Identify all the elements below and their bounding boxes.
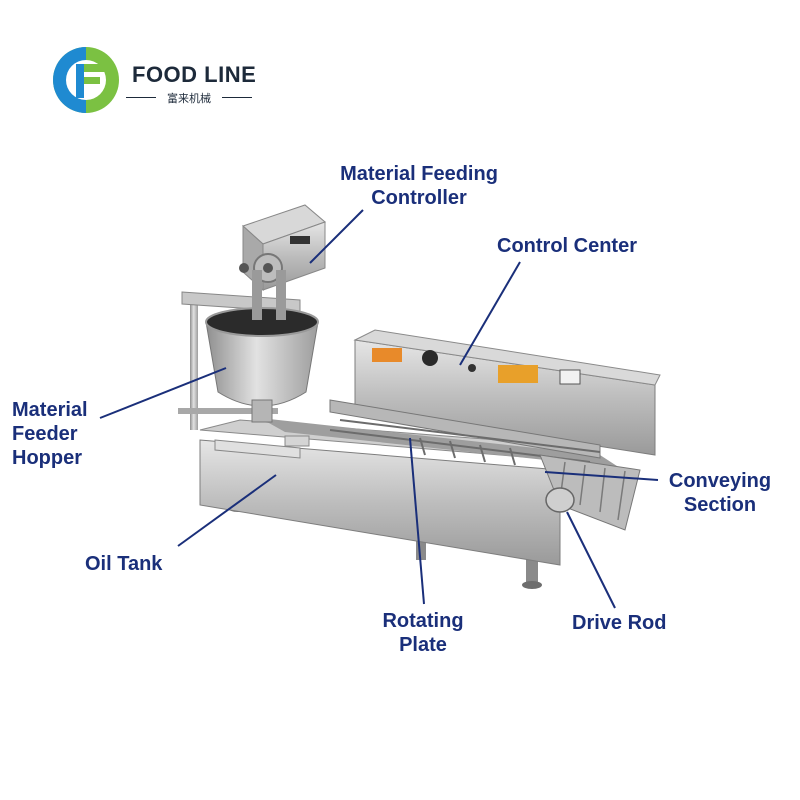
label-conveying-section: Conveying Section (668, 470, 772, 516)
leader-rotating-plate (409, 437, 425, 605)
label-feeder-hopper: Material Feeder Hopper (12, 399, 88, 469)
leader-oil-tank (177, 474, 277, 547)
label-drive-rod: Drive Rod (572, 612, 667, 634)
brand-subtitle: 富来机械 (126, 90, 252, 106)
donut-machine-illustration (178, 204, 661, 589)
label-control-center: Control Center (497, 235, 637, 257)
label-rotating-plate: Rotating Plate (382, 610, 464, 656)
label-feeding-controller: Material Feeding Controller (340, 163, 498, 209)
leader-control-center (459, 261, 521, 366)
leader-drive-rod (566, 511, 616, 609)
leader-feeding-controller (309, 209, 364, 264)
leader-feeder-hopper (99, 367, 227, 419)
brand-name: FOOD LINE (132, 62, 257, 87)
leader-lines (99, 209, 659, 609)
label-oil-tank: Oil Tank (85, 553, 163, 575)
leader-conveying-section (544, 471, 659, 481)
food-line-logo-icon (53, 47, 119, 113)
